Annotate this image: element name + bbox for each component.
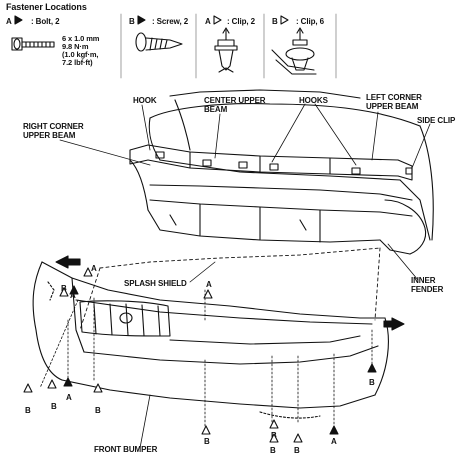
callout-triangle-outline bbox=[269, 433, 279, 443]
arrow-left-icon bbox=[55, 255, 81, 269]
legend-outline-triangle bbox=[280, 15, 289, 25]
legend-clip-b-letter: B bbox=[272, 17, 278, 26]
callout-triangle-filled bbox=[329, 425, 339, 435]
legend-bolt-spec-lbf: 7.2 lbf·ft) bbox=[62, 58, 93, 67]
clip-b-icon bbox=[271, 27, 317, 75]
clip-a-icon bbox=[214, 27, 238, 73]
legend-filled-triangle bbox=[14, 15, 23, 25]
callout-triangle-outline bbox=[83, 267, 93, 277]
callout-triangle-outline bbox=[47, 379, 57, 389]
front-bumper bbox=[32, 261, 389, 419]
callout-triangle-outline bbox=[23, 383, 33, 393]
callout-triangle-filled bbox=[69, 285, 79, 295]
legend-filled-triangle bbox=[137, 15, 146, 25]
callout-letter: B bbox=[51, 402, 57, 411]
label-left-corner-upper-beam-1: LEFT CORNER bbox=[366, 93, 422, 102]
callout-triangles bbox=[23, 267, 377, 443]
label-hook: HOOK bbox=[133, 96, 157, 105]
callout-triangle-outline bbox=[293, 433, 303, 443]
legend-bolt-label: : Bolt, 2 bbox=[31, 17, 60, 26]
callout-triangle-outline bbox=[93, 383, 103, 393]
fastener-title: Fastener Locations bbox=[6, 2, 87, 12]
callout-letter: B bbox=[204, 437, 210, 446]
legend-clip-b-label: : Clip, 6 bbox=[296, 17, 324, 26]
callout-triangle-filled bbox=[367, 363, 377, 373]
label-hooks: HOOKS bbox=[299, 96, 328, 105]
callout-letter: B bbox=[270, 446, 276, 455]
legend-bolt-spec-torque: 9.8 N·m bbox=[62, 42, 89, 51]
legend-screw-label: : Screw, 2 bbox=[152, 17, 189, 26]
callout-letter: A bbox=[206, 280, 212, 289]
label-right-corner-upper-beam-2: UPPER BEAM bbox=[23, 131, 76, 140]
screw-icon bbox=[135, 32, 183, 52]
callout-letter: A bbox=[91, 264, 97, 273]
label-inner-fender-2: FENDER bbox=[411, 285, 444, 294]
callout-letter: B bbox=[95, 406, 101, 415]
leader-lines bbox=[59, 103, 431, 449]
callout-triangle-outline bbox=[59, 287, 69, 297]
radiator-support bbox=[147, 184, 427, 255]
callout-triangle-outline bbox=[201, 425, 211, 435]
upper-beam bbox=[129, 144, 413, 181]
callout-lines bbox=[39, 289, 373, 429]
callout-triangle-outline bbox=[203, 289, 213, 299]
callout-letter: B bbox=[25, 406, 31, 415]
legend-bolt-spec-kgf: (1.0 kgf·m, bbox=[62, 50, 99, 59]
label-center-upper-beam-1: CENTER UPPER bbox=[204, 96, 266, 105]
callout-triangle-filled bbox=[63, 377, 73, 387]
removal-arrows bbox=[55, 255, 405, 331]
label-center-upper-beam-2: BEAM bbox=[204, 105, 228, 114]
label-inner-fender-1: INNER bbox=[411, 276, 436, 285]
label-left-corner-upper-beam-2: UPPER BEAM bbox=[366, 102, 419, 111]
splash-shield bbox=[79, 247, 381, 331]
callout-letter: B bbox=[369, 378, 375, 387]
label-splash-shield: SPLASH SHIELD bbox=[124, 279, 187, 288]
legend-dividers bbox=[120, 13, 337, 79]
callout-triangle-outline bbox=[269, 419, 279, 429]
car-body bbox=[129, 89, 434, 241]
arrow-right-icon bbox=[383, 317, 405, 331]
callout-letter: A bbox=[331, 437, 337, 446]
legend-outline-triangle bbox=[213, 15, 222, 25]
label-front-bumper: FRONT BUMPER bbox=[94, 445, 158, 454]
legend-bolt-letter: A bbox=[6, 17, 12, 26]
label-right-corner-upper-beam-1: RIGHT CORNER bbox=[23, 122, 84, 131]
bolt-icon bbox=[9, 37, 55, 51]
legend-markers bbox=[14, 15, 289, 25]
label-side-clip: SIDE CLIP bbox=[417, 116, 456, 125]
legend-clip-a-letter: A bbox=[205, 17, 211, 26]
legend-screw-letter: B bbox=[129, 17, 135, 26]
legend-clip-a-label: : Clip, 2 bbox=[227, 17, 255, 26]
legend-bolt-spec-size: 6 x 1.0 mm bbox=[62, 34, 100, 43]
callout-letter: A bbox=[66, 393, 72, 402]
callout-letter: B bbox=[294, 446, 300, 455]
